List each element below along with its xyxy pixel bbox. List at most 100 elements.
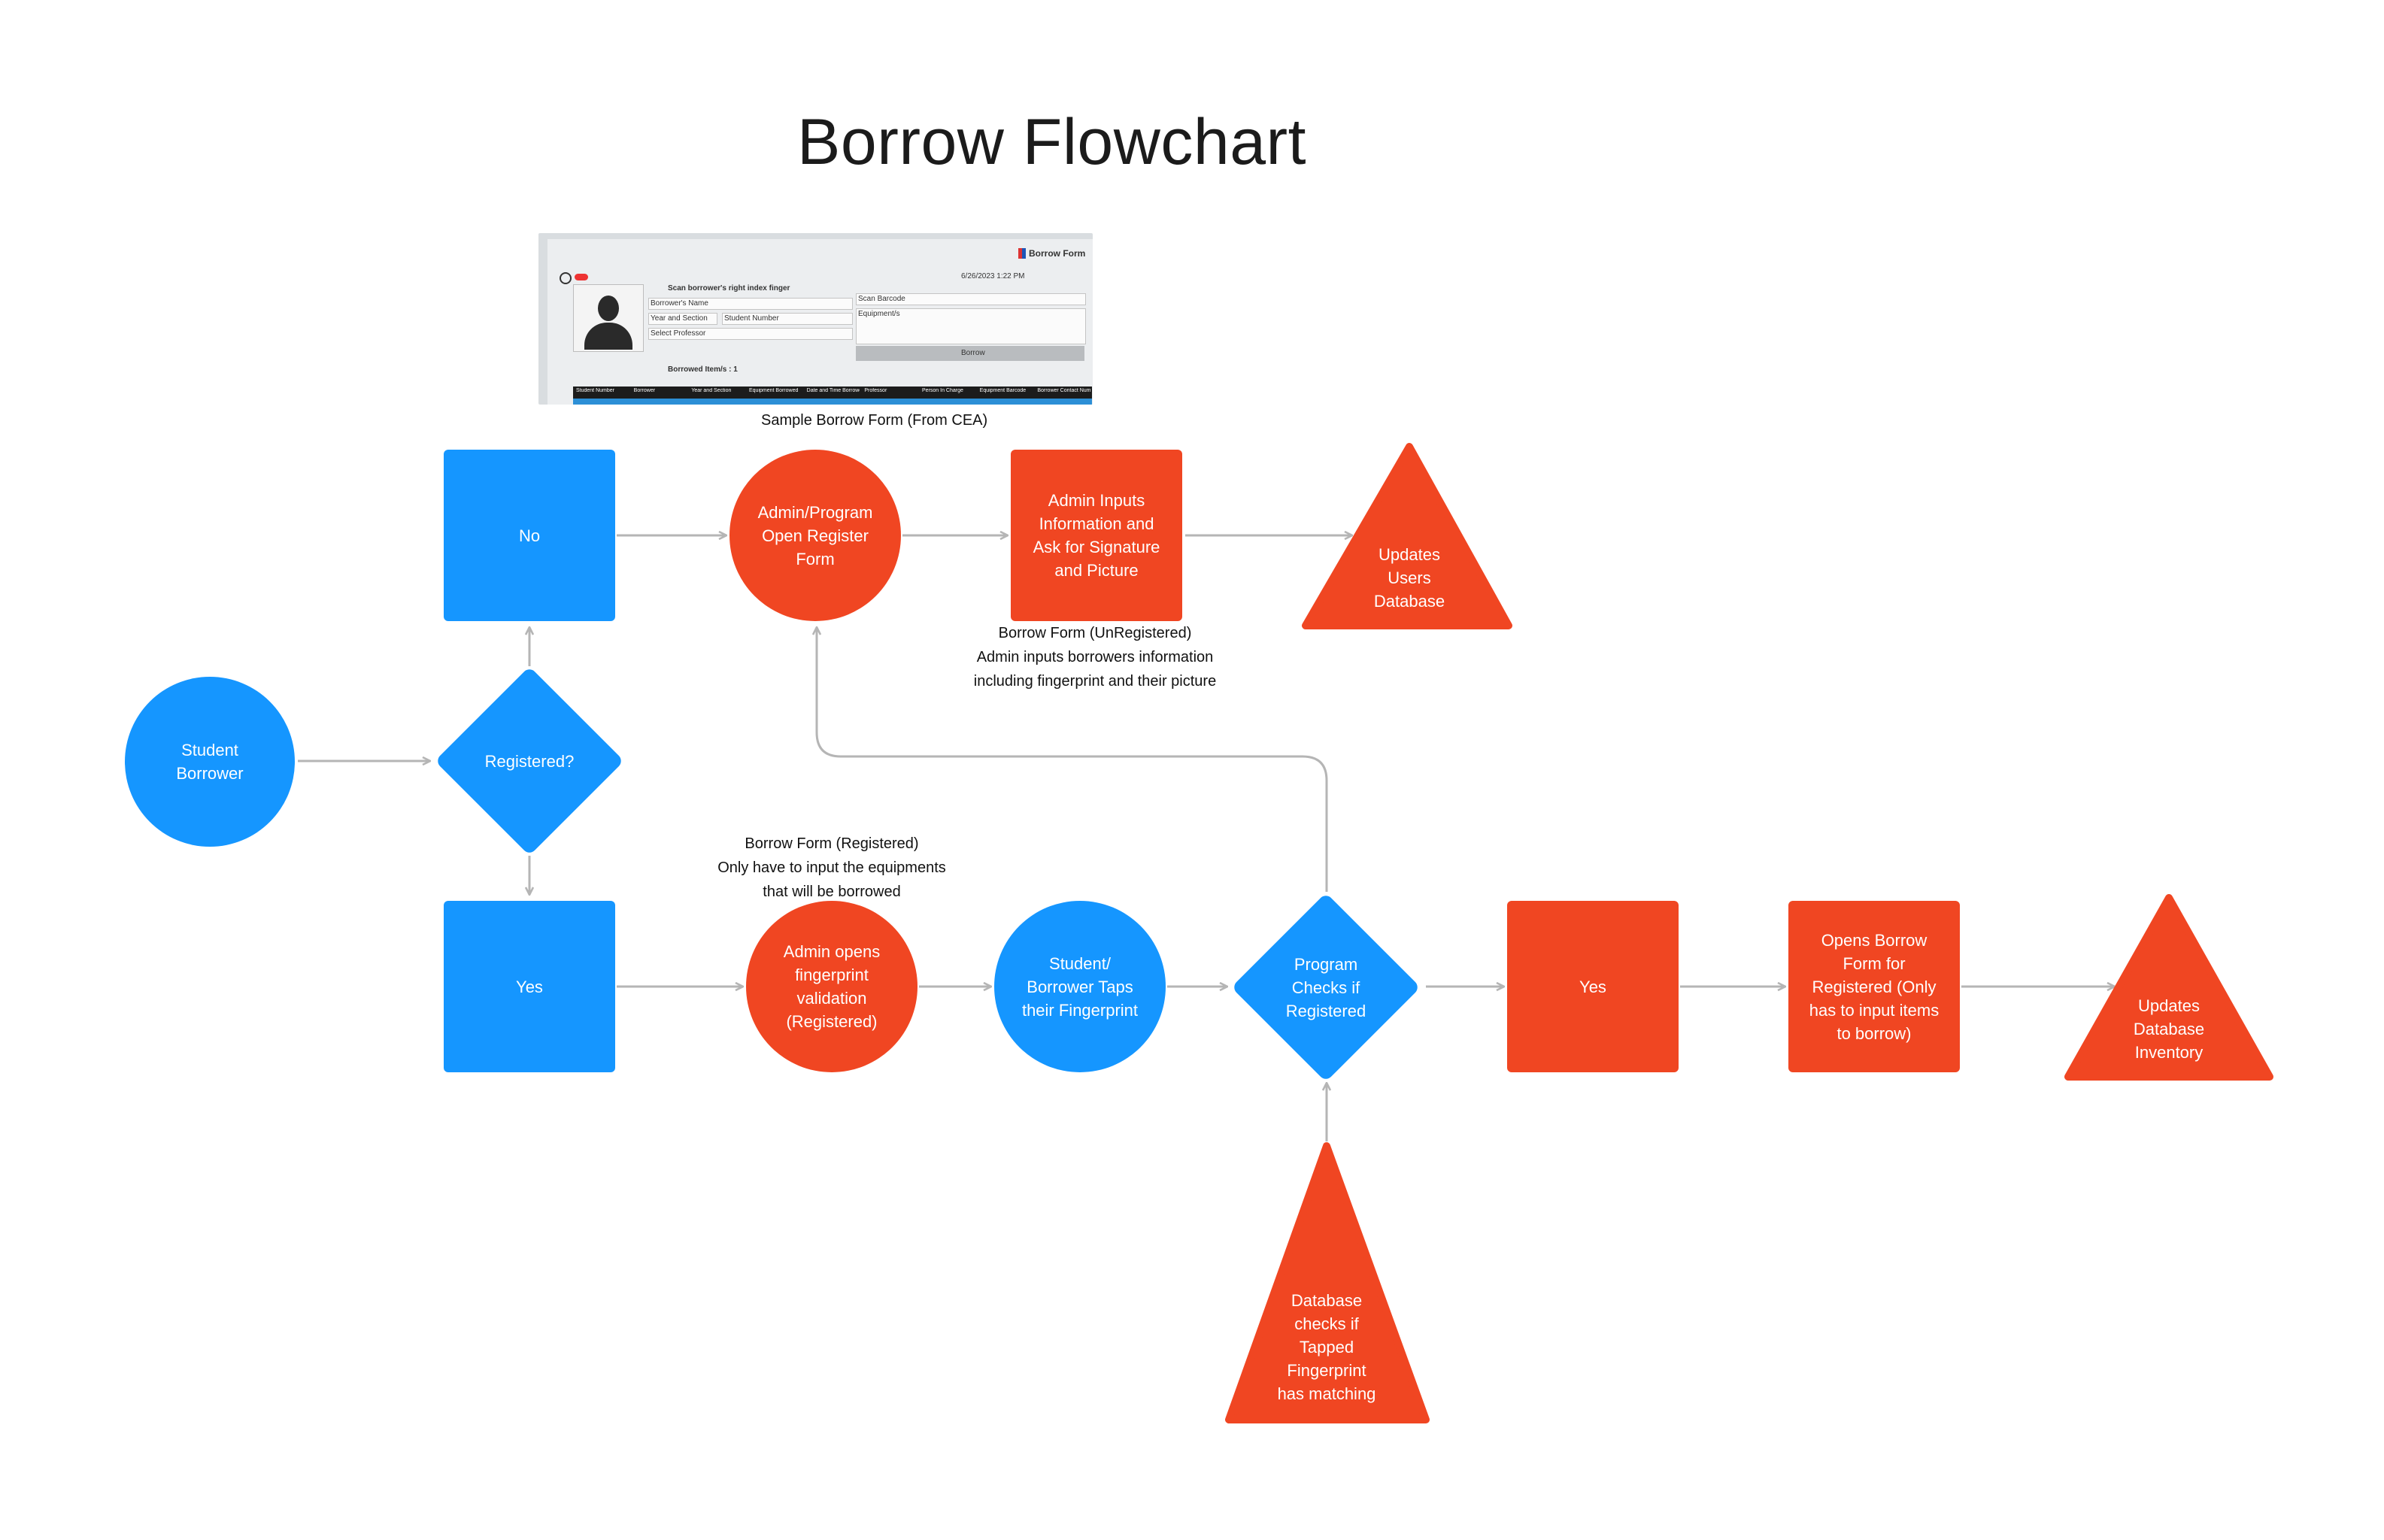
label-line: No [518, 526, 541, 545]
form-table-header: Student Number Borrower Year and Section Eq… [573, 387, 1092, 399]
back-icon [560, 272, 572, 284]
label-line: Updates [2138, 996, 2200, 1015]
label-line: Database [2133, 1020, 2205, 1038]
form-borrow-button: Borrow [856, 346, 1084, 361]
caption-registered: Borrow Form (Registered) Only have to inp… [681, 832, 982, 904]
form-header: Borrow Form [1029, 248, 1086, 259]
form-table-column: Date and Time Borrowed [806, 388, 860, 393]
label-line: fingerprint [795, 966, 869, 984]
label-line: Fingerprint [1287, 1361, 1366, 1380]
label-line: Yes [1579, 977, 1606, 996]
caption-sample-form: Sample Borrow Form (From CEA) [761, 412, 988, 429]
avatar-silhouette-icon [573, 284, 644, 352]
label-line: Registered? [484, 751, 575, 771]
label-line: Borrow Form (Registered) [745, 835, 919, 852]
node-student-taps-label: Student/Borrower Taps their Fingerprint [1022, 952, 1138, 1022]
label-line: Updates [1379, 545, 1440, 564]
node-yes-left: Yes [444, 901, 615, 1072]
label-line: Yes [516, 977, 543, 996]
database-checks-triangle [1225, 1142, 1430, 1423]
label-line: Registered [1285, 1001, 1366, 1020]
form-datetime: 6/26/2023 1:22 PM [961, 272, 1025, 280]
label-line: Only have to input the equipments [717, 859, 946, 876]
caption-unregistered: Borrow Form (UnRegistered) Admin inputs b… [945, 621, 1245, 693]
label-line: Student/ [1049, 953, 1111, 973]
node-registered-decision-label: Registered? [485, 750, 575, 773]
label-line: has matching [1277, 1384, 1376, 1403]
label-line: Borrow Form (UnRegistered) [998, 625, 1192, 641]
label-line: Registered (Only [1812, 977, 1937, 996]
form-equipments-field: Equipment/s [856, 308, 1086, 344]
form-professor-select: Select Professor [648, 328, 853, 340]
label-line: their Fingerprint [1021, 1000, 1139, 1020]
label-line: has to input items [1809, 1000, 1940, 1020]
label-line: Form for [1843, 953, 1906, 973]
label-line: Admin inputs borrowers information [976, 649, 1214, 665]
form-table-column: Borrower Contact Number [1037, 388, 1090, 393]
form-table-column: Equipment Borrowed [749, 388, 799, 393]
label-line: Users [1388, 568, 1431, 587]
label-line: Admin opens [783, 942, 881, 961]
node-no: No [444, 450, 615, 621]
form-table-column: Equipment Barcode [979, 388, 1027, 393]
form-table-row [573, 399, 1092, 405]
form-borrowed-count: Borrowed Item/s : 1 [668, 365, 738, 374]
label-line: Ask for Signature [1033, 538, 1160, 556]
form-table-column: Person In Charge [922, 388, 963, 393]
label-line: validation [796, 989, 867, 1008]
label-line: Tapped [1299, 1338, 1354, 1357]
form-table-column: Student Number [576, 388, 614, 393]
page-title: Borrow Flowchart [797, 106, 1307, 178]
form-table-column: Year and Section [691, 388, 732, 393]
label-line: including fingerprint and their picture [973, 673, 1217, 690]
label-line: Student [181, 741, 238, 759]
label-line: to borrow) [1837, 1023, 1912, 1043]
node-student-taps: Student/Borrower Taps their Fingerprint [994, 901, 1166, 1072]
label-line: Admin Inputs [1048, 491, 1145, 510]
label-line: Database [1373, 592, 1445, 611]
form-barcode-field: Scan Barcode [856, 293, 1086, 305]
form-year-section-field: Year and Section [648, 313, 717, 325]
label-line: checks if [1294, 1314, 1359, 1333]
label-line: Admin/Program [757, 502, 873, 522]
form-table-column: Professor [864, 388, 887, 393]
label-line: Open Register [762, 526, 869, 545]
label-line: Checks if [1291, 978, 1360, 997]
sample-form-image: Borrow Form 6/26/2023 1:22 PM Scan borro… [538, 233, 1093, 405]
form-logo-icon [1018, 248, 1026, 259]
node-yes-right: Yes [1507, 901, 1679, 1072]
node-yes-left-label: Yes [516, 975, 543, 999]
label-line: Program [1294, 954, 1358, 974]
form-table-column: Borrower [633, 388, 656, 393]
node-no-label: No [519, 524, 540, 547]
label-line: and Picture [1054, 561, 1139, 580]
label-line: Database [1291, 1291, 1363, 1310]
updates-inventory-triangle [2064, 894, 2273, 1081]
node-registered-decision: Registered? [435, 666, 624, 856]
label-line: that will be borrowed [763, 884, 901, 900]
form-scan-prompt: Scan borrower's right index finger [668, 284, 790, 293]
form-name-field: Borrower's Name [648, 298, 853, 310]
form-student-number-field: Student Number [722, 313, 853, 325]
label-line: Borrower Taps [1027, 977, 1133, 996]
label-line: Opens Borrow [1821, 930, 1928, 950]
label-line: Inventory [2134, 1043, 2204, 1062]
toggle-icon [575, 274, 588, 280]
label-line: Borrower [176, 764, 244, 783]
